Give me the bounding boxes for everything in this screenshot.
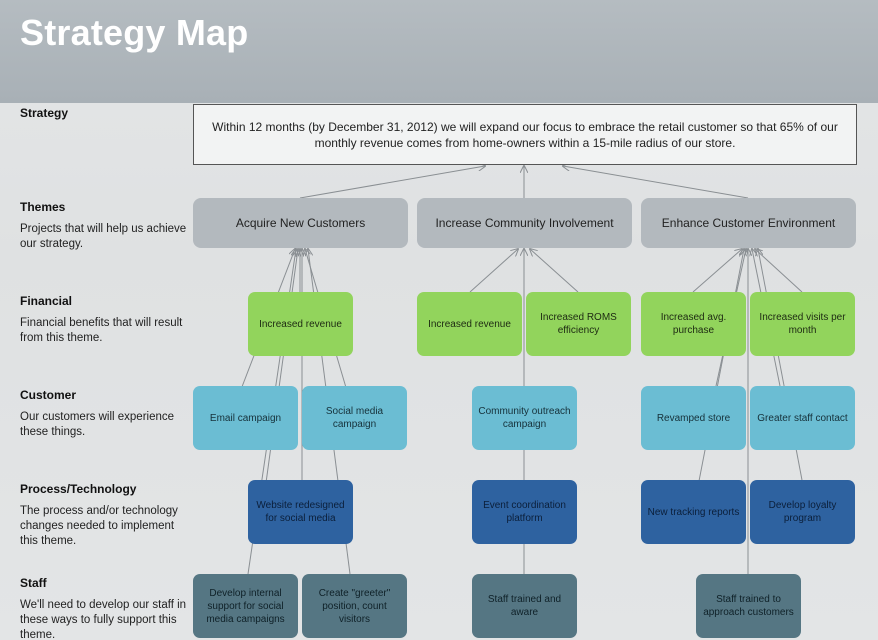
- row-title-customer: Customer: [20, 388, 77, 402]
- financial-node-avg-purchase[interactable]: Increased avg. purchase: [641, 292, 746, 356]
- customer-node-greater-staff-contact[interactable]: Greater staff contact: [750, 386, 855, 450]
- row-title-strategy: Strategy: [20, 106, 69, 120]
- process-node-loyalty-program[interactable]: Develop loyalty program: [750, 480, 855, 544]
- customer-node-email-campaign[interactable]: Email campaign: [193, 386, 298, 450]
- staff-node-trained-to-approach[interactable]: Staff trained to approach customers: [696, 574, 801, 638]
- staff-node-greeter-position[interactable]: Create "greeter" position, count visitor…: [302, 574, 407, 638]
- row-desc-themes: Projects that will help us achieve our s…: [20, 223, 187, 250]
- row-label-strategy: Strategy: [20, 106, 190, 128]
- row-title-process: Process/Technology: [20, 482, 137, 496]
- row-label-themes: Themes Projects that will help us achiev…: [20, 200, 190, 252]
- link-theme3-strategy: [563, 166, 749, 199]
- row-label-process: Process/Technology The process and/or te…: [20, 482, 190, 549]
- process-node-new-tracking-reports[interactable]: New tracking reports: [641, 480, 746, 544]
- row-desc-financial: Financial benefits that will result from…: [20, 317, 183, 344]
- row-label-customer: Customer Our customers will experience t…: [20, 388, 190, 440]
- process-node-event-coordination[interactable]: Event coordination platform: [472, 480, 577, 544]
- customer-node-revamped-store[interactable]: Revamped store: [641, 386, 746, 450]
- row-desc-process: The process and/or technology changes ne…: [20, 505, 178, 547]
- header-bar: Strategy Map: [0, 0, 878, 103]
- customer-node-community-outreach[interactable]: Community outreach campaign: [472, 386, 577, 450]
- row-label-staff: Staff We'll need to develop our staff in…: [20, 576, 190, 640]
- financial-node-roms-efficiency[interactable]: Increased ROMS efficiency: [526, 292, 631, 356]
- financial-node-visits-per-month[interactable]: Increased visits per month: [750, 292, 855, 356]
- theme-acquire-new-customers[interactable]: Acquire New Customers: [193, 198, 408, 248]
- staff-node-trained-and-aware[interactable]: Staff trained and aware: [472, 574, 577, 638]
- link-theme1-strategy: [299, 166, 485, 199]
- financial-node-increased-revenue-1[interactable]: Increased revenue: [248, 292, 353, 356]
- row-label-financial: Financial Financial benefits that will r…: [20, 294, 190, 346]
- staff-node-internal-support[interactable]: Develop internal support for social medi…: [193, 574, 298, 638]
- strategy-statement: Within 12 months (by December 31, 2012) …: [193, 104, 857, 165]
- theme-enhance-customer-environment[interactable]: Enhance Customer Environment: [641, 198, 856, 248]
- row-desc-staff: We'll need to develop our staff in these…: [20, 599, 187, 640]
- customer-node-social-media-campaign[interactable]: Social media campaign: [302, 386, 407, 450]
- row-title-themes: Themes: [20, 200, 66, 214]
- row-desc-customer: Our customers will experience these thin…: [20, 411, 175, 438]
- page-title: Strategy Map: [20, 12, 249, 53]
- theme-increase-community-involvement[interactable]: Increase Community Involvement: [417, 198, 632, 248]
- row-title-staff: Staff: [20, 576, 47, 590]
- row-title-financial: Financial: [20, 294, 73, 308]
- process-node-website-redesigned[interactable]: Website redesigned for social media: [248, 480, 353, 544]
- financial-node-increased-revenue-2[interactable]: Increased revenue: [417, 292, 522, 356]
